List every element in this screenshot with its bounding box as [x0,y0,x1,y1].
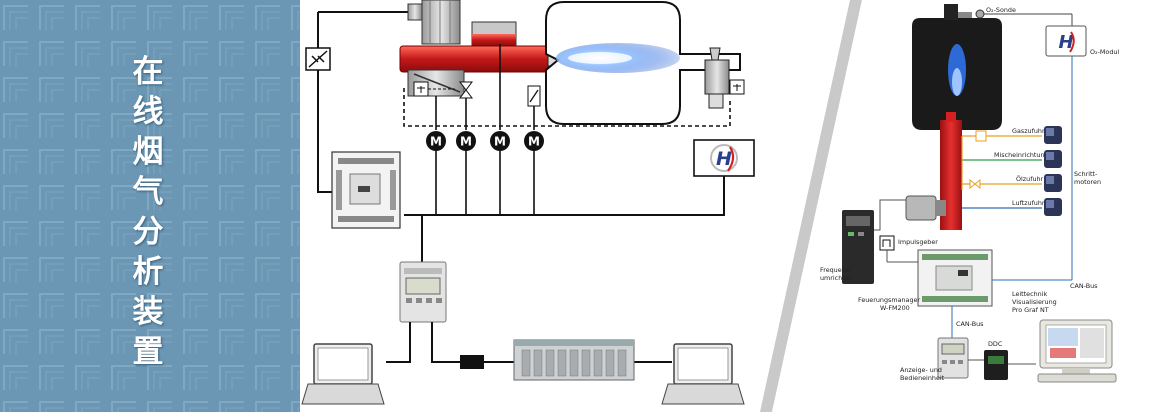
diagonal-divider [760,0,862,412]
display-operating-unit [937,337,969,379]
impulsgeber-label: Impulsgeber [898,238,938,246]
step-motor-icon [1044,174,1062,192]
o2-module: H [1045,25,1087,57]
svg-text:M: M [460,135,472,149]
burner-control-diagram: M M M M H [301,0,755,405]
title-char: 析 [132,254,164,290]
can-bus-label-2: CAN-Bus [956,320,984,328]
svg-text:H: H [716,148,732,170]
title-char: 装 [132,294,164,330]
title-char: 气 [132,174,164,210]
flue-gas-analyzer: H [693,139,755,177]
leittechnik-label-3: Pro Graf NT [1012,306,1049,314]
boiler [912,18,1002,130]
frequency-converter [842,210,874,284]
firing-manager-board [917,249,993,307]
bus-line [404,176,725,216]
frequenzumrichter-label-2: umrichter [820,274,852,282]
title-char: 烟 [132,134,164,170]
can-bus-label: CAN-Bus [1070,282,1098,290]
burner-controller [331,151,401,229]
converter-module [460,355,484,369]
blower-motor [905,195,937,221]
burner-tube [399,45,551,73]
svg-text:H: H [1058,32,1073,53]
pulse-generator-icon [879,235,895,251]
control-wire [317,11,408,193]
page-title: 在 线 烟 气 分 析 装 置 [128,52,168,372]
step-motor-icon [1044,198,1062,216]
anzeige-label: Anzeige- und [900,366,942,374]
display-operating-unit [399,261,447,323]
servo-motor-icon: M [426,131,446,151]
laptop-icon [661,343,745,405]
mischeinrichtung-label: Mischeinrichtung [994,151,1049,159]
svg-text:M: M [528,135,540,149]
title-char: 分 [132,214,164,250]
feuerungsmanager-label: Feuerungsmanager [858,296,920,304]
laptop-icon [301,343,385,405]
title-banner: 在 线 烟 气 分 析 装 置 [0,0,300,412]
servo-motor-icon: M [524,131,544,151]
servo-motor-icon: M [456,131,476,151]
title-char: 线 [132,94,164,130]
step-motor-icon [1044,150,1062,168]
gaszufuhr-label: Gaszufuhr [1012,127,1045,135]
burner-tube [940,120,962,230]
leittechnik-label: Leittechnik [1012,290,1047,298]
schrittmotoren-label: Schritt- [1074,170,1097,178]
plc-rack [513,339,635,381]
title-char: 置 [132,334,164,370]
ddc-label: DDC [988,340,1003,348]
title-char: 在 [132,54,164,90]
frequenzumrichter-label: Frequenz- [820,266,851,274]
leittechnik-label-2: Visualisierung [1012,298,1057,306]
luftzufuhr-label: Luftzufuhr [1012,199,1045,207]
svg-text:M: M [494,135,506,149]
schrittmotoren-label-2: motoren [1074,178,1101,186]
svg-text:M: M [430,135,442,149]
banner-chevron-pattern [0,0,300,412]
blower-housing [421,0,461,45]
servo-motor-icon: M [490,131,510,151]
feuerungsmanager-label-2: W-FM200 [880,304,910,312]
ddc-unit [984,350,1008,380]
pc-monitor-icon [1037,319,1117,383]
o2-modul-label: O₂-Modul [1090,48,1119,56]
o2-sonde-label: O₂-Sonde [986,6,1016,14]
o2-probe-icon [704,59,730,95]
step-motor-icon [1044,126,1062,144]
anzeige-label-2: Bedieneinheit [900,374,945,382]
fan-motor-icon [407,3,423,21]
olzufuhr-label: Ölzufuhr [1016,174,1044,183]
